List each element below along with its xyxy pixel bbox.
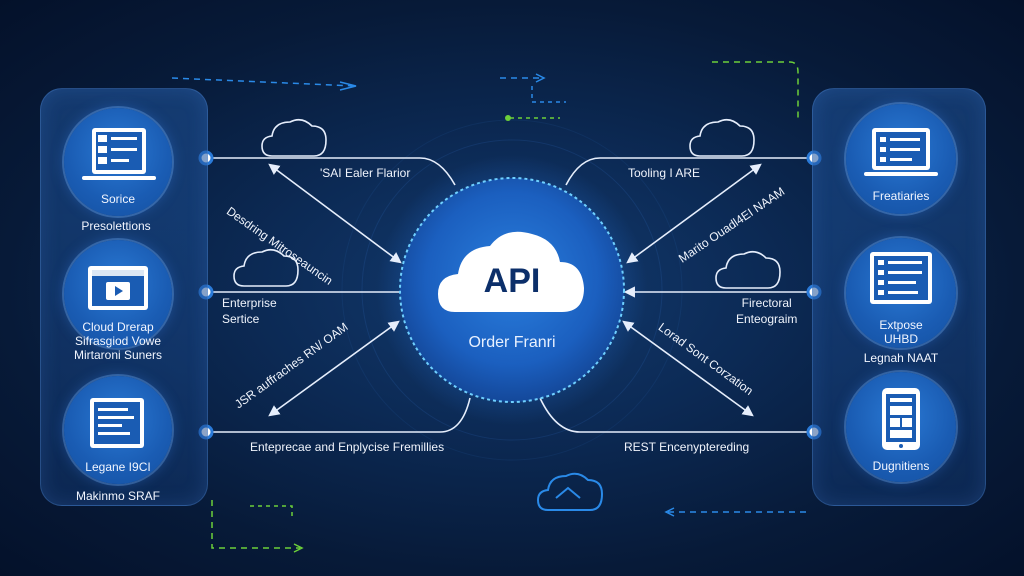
laptop-list-icon	[864, 128, 938, 176]
mid-left-label: Enterprise Sertice	[222, 296, 277, 326]
mid-right-label: Firectoral Enteograim	[736, 296, 798, 326]
decorative-dashes	[171, 61, 806, 553]
left-node-2[interactable]	[64, 240, 172, 348]
mobile-app-icon	[882, 388, 920, 450]
bottom-right-label: REST Encenyptereding	[624, 440, 750, 454]
cloud-icon	[689, 118, 755, 157]
left-node-3-caption: Legane I9CI	[85, 460, 151, 474]
document-icon	[90, 398, 144, 448]
top-left-line-label: 'SAI Ealer Flarior	[320, 166, 411, 180]
left-node-1-label: Presolettions	[81, 219, 151, 233]
left-node-3-label: Makinmo SRAF	[75, 489, 161, 503]
left-node-3[interactable]	[64, 376, 172, 484]
tablet-list-icon	[870, 252, 932, 304]
left-node-1-caption: Sorice	[100, 192, 136, 206]
api-title: API	[483, 262, 541, 300]
video-player-icon	[88, 266, 148, 310]
right-node-1-caption: Freatiaries	[872, 189, 930, 203]
server-stack-icon	[82, 128, 156, 180]
left-node-1[interactable]	[64, 108, 172, 216]
left-node-2-caption: Cloud Drerap Sifrasgiod Vowe Mirtaroni S…	[73, 320, 163, 362]
api-cloud-icon	[438, 231, 584, 312]
api-subtitle: Order Franri	[468, 334, 556, 351]
right-node-2[interactable]	[846, 238, 956, 348]
cloud-icon	[233, 248, 299, 287]
right-node-3-caption: Dugnitiens	[872, 459, 930, 473]
left-connections	[206, 157, 471, 433]
right-node-1[interactable]	[846, 104, 956, 214]
cloud-icon	[536, 472, 604, 511]
top-right-line-label: Tooling I ARE	[628, 166, 701, 180]
bottom-left-label: Enteprecae and Enplycise Fremillies	[250, 440, 445, 454]
right-connections	[539, 157, 812, 433]
right-node-2-label: Legnah NAAT	[863, 351, 939, 365]
right-node-3[interactable]	[846, 372, 956, 482]
right-node-2-caption: Extpose UHBD	[879, 318, 923, 346]
cloud-icon	[261, 118, 327, 157]
cloud-icon	[715, 250, 781, 289]
